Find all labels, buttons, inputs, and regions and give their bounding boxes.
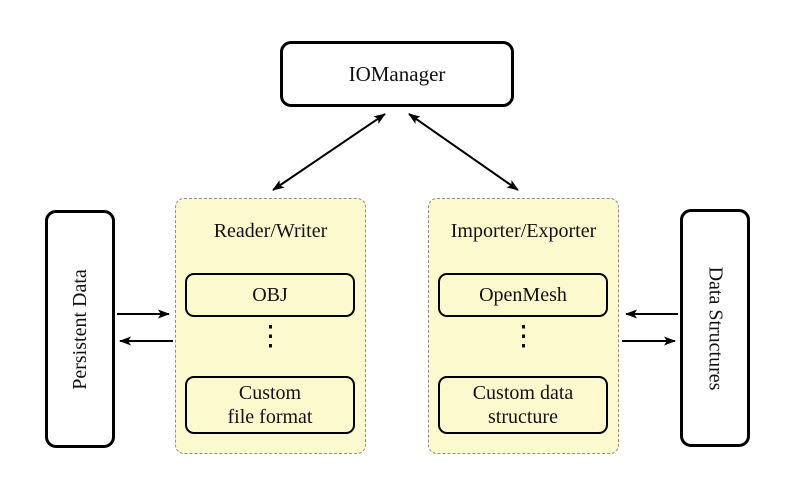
group-importer-exporter: Importer/Exporter OpenMesh ⋮ Custom data… [428,198,619,454]
group-importer-exporter-title: Importer/Exporter [450,220,597,242]
node-custom-data-structure: Custom data structure [438,376,608,434]
node-obj: OBJ [185,273,355,317]
arrow-iomanager-importerexporter [408,113,519,191]
node-data-structures-label: Data Structures [704,266,727,390]
vertical-ellipsis-left: ⋮ [256,321,285,352]
node-openmesh: OpenMesh [438,273,608,317]
node-data-structures: Data Structures [680,209,750,447]
node-iomanager-label: IOManager [348,61,446,86]
node-persistent-data-label: Persistent Data [68,268,91,390]
vertical-ellipsis-right: ⋮ [509,321,538,352]
group-reader-writer-title: Reader/Writer [213,220,328,242]
node-persistent-data: Persistent Data [45,210,115,448]
group-reader-writer: Reader/Writer OBJ ⋮ Custom file format [175,198,366,454]
arrow-iomanager-readerwriter [272,113,386,191]
node-iomanager: IOManager [280,41,514,107]
node-custom-file-format: Custom file format [185,376,355,434]
